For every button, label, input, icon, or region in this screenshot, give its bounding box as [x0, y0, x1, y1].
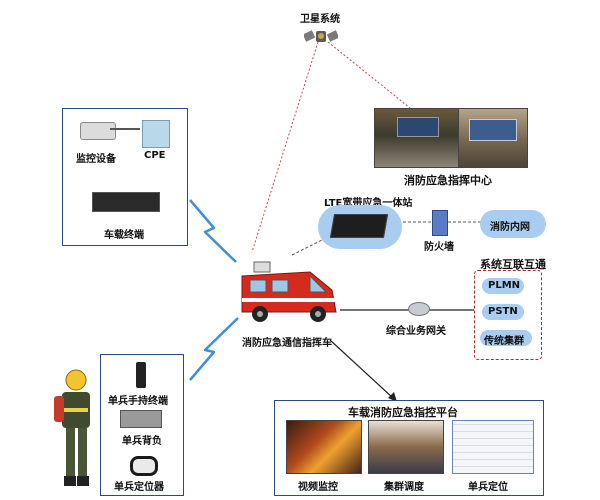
cpe-label: CPE — [144, 150, 166, 161]
system-interconnect-box — [474, 270, 542, 360]
command-center-photo-left — [374, 108, 460, 168]
service-gateway-label: 综合业务网关 — [386, 326, 446, 337]
handheld-radio-icon — [136, 362, 146, 388]
soldier-positioning-screen — [452, 420, 534, 474]
cluster-dispatch-label: 集群调度 — [384, 482, 424, 493]
vehicle-platform-link — [329, 339, 394, 399]
satellite-link-vehicle — [251, 41, 319, 253]
pstn-cloud-shape — [482, 304, 524, 320]
lte-station-device-icon — [329, 214, 389, 238]
video-wall-icon — [397, 117, 439, 137]
video-monitoring-label: 视频监控 — [298, 482, 338, 493]
cluster-dispatch-photo — [368, 420, 444, 474]
cpe-device-icon — [142, 120, 170, 148]
locator-label: 单兵定位器 — [114, 482, 164, 493]
backpack-device-icon — [120, 410, 162, 428]
firewall-label: 防火墙 — [424, 242, 454, 253]
trunking-label: 传统集群 — [484, 336, 524, 347]
backpack-label: 单兵背负 — [122, 436, 162, 447]
fire-command-vehicle-icon — [236, 258, 340, 324]
plmn-label: PLMN — [488, 280, 521, 291]
wireless-lightning-icon — [189, 199, 237, 263]
satellite-icon — [304, 24, 338, 50]
vehicle-terminal-label: 车载终端 — [104, 230, 144, 241]
arrow-head-icon — [388, 392, 397, 402]
vehicle-terminal-device-icon — [92, 192, 160, 212]
pstn-label: PSTN — [488, 306, 518, 317]
handheld-terminal-label: 单兵手持终端 — [108, 396, 168, 407]
trunking-cloud-shape — [480, 330, 532, 346]
firefighter-figure — [52, 368, 98, 494]
firewall-icon — [432, 210, 448, 236]
cable-line — [110, 128, 140, 130]
command-vehicle-label: 消防应急通信指挥车 — [242, 338, 332, 349]
satellite-label: 卫星系统 — [300, 14, 340, 25]
monitoring-device-label: 监控设备 — [76, 154, 116, 165]
soldier-positioning-label: 单兵定位 — [468, 482, 508, 493]
command-center-label: 消防应急指挥中心 — [404, 174, 492, 187]
platform-title: 车载消防应急指控平台 — [348, 406, 458, 419]
router-icon — [408, 302, 430, 316]
plmn-cloud-shape — [482, 278, 524, 294]
lte-station-label: LTE宽带应急一体站 — [324, 198, 413, 209]
wireless-lightning-icon — [189, 317, 239, 381]
video-monitoring-photo — [286, 420, 362, 474]
display-screen-icon — [469, 119, 517, 141]
camera-icon — [80, 122, 116, 140]
fire-intranet-label: 消防内网 — [490, 222, 530, 233]
satellite-link-center — [327, 41, 411, 109]
locator-device-icon — [130, 456, 158, 476]
system-interconnect-label: 系统互联互通 — [480, 258, 546, 271]
fire-intranet-cloud-shape — [480, 210, 546, 238]
command-center-photo-right — [458, 108, 528, 168]
